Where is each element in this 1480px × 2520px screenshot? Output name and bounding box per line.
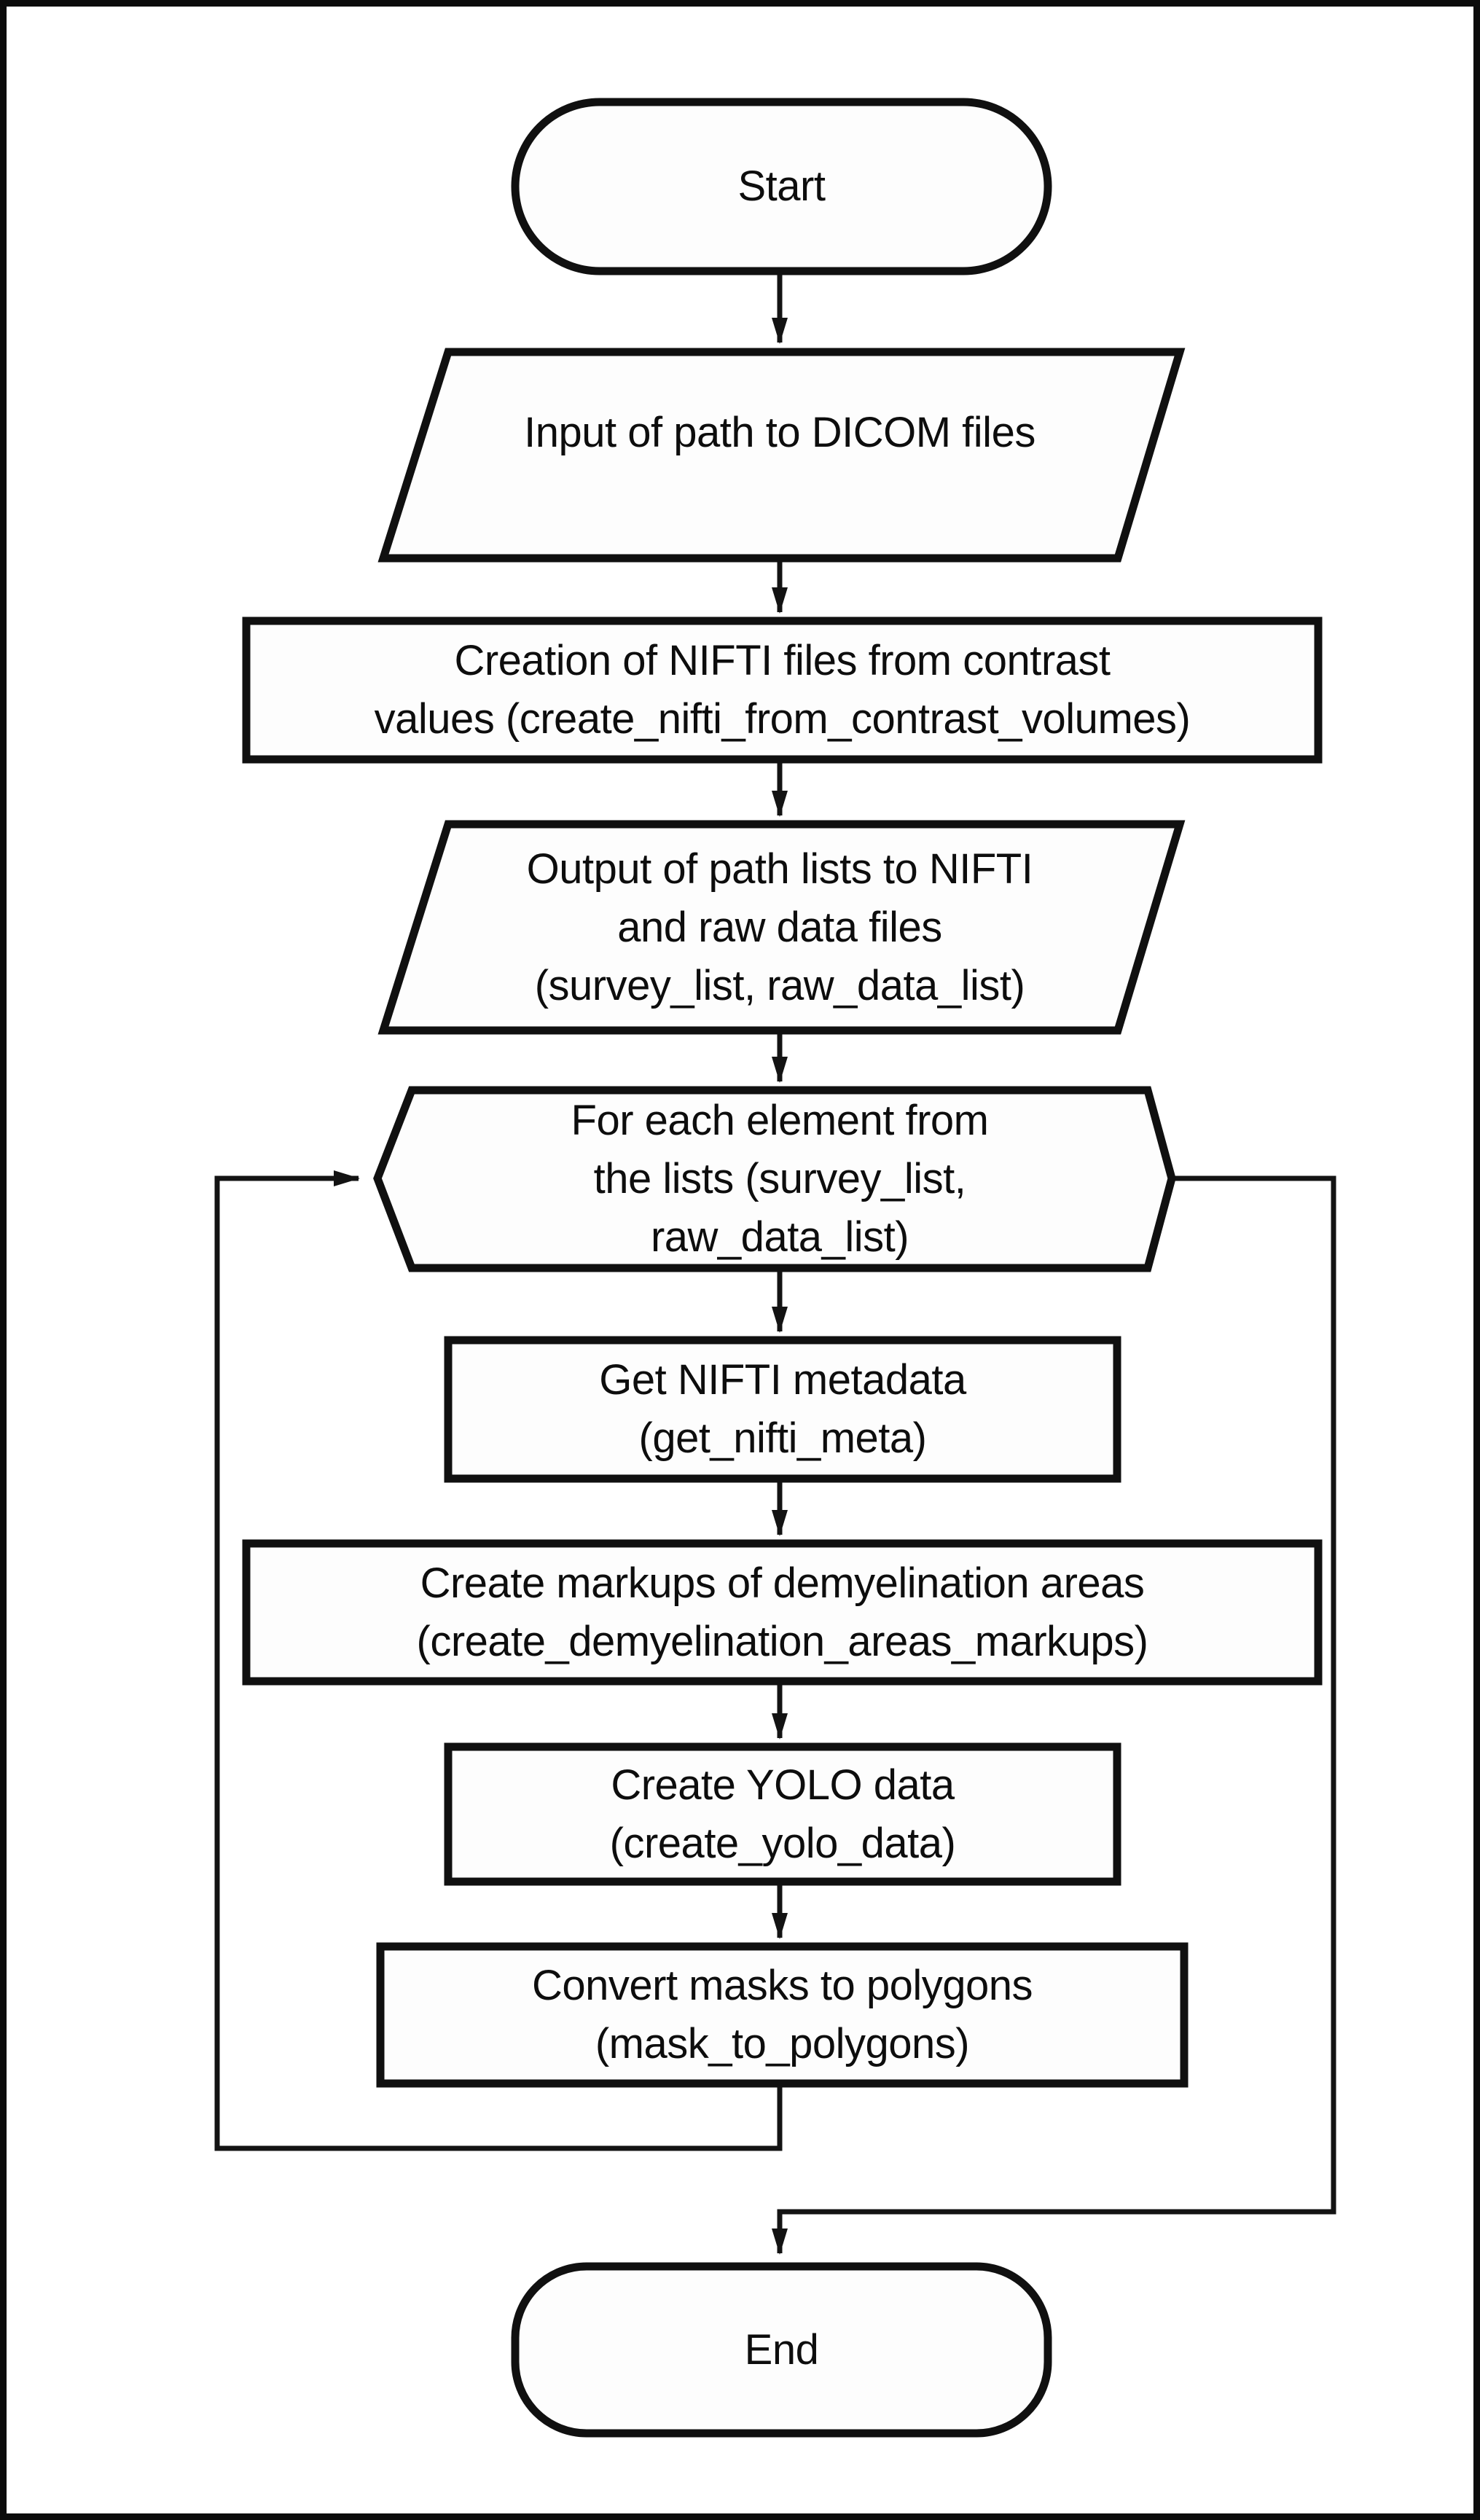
loop-for-each-shape	[373, 1086, 1176, 1272]
io-input-dicom-shape	[377, 348, 1186, 563]
process-convert-masks-shape	[376, 1942, 1189, 2088]
terminator-start-shape	[511, 98, 1052, 275]
terminator-end-shape	[511, 2262, 1052, 2438]
edge-loop-back-left	[214, 1170, 783, 2151]
process-create-yolo-shape	[444, 1742, 1121, 1886]
io-output-paths-shape	[377, 820, 1186, 1035]
process-create-markups-shape	[242, 1539, 1323, 1686]
edge-loop-exit-right-to-end	[772, 1175, 1336, 2255]
process-get-meta-shape	[444, 1336, 1121, 1483]
process-create-nifti-shape	[242, 617, 1323, 764]
